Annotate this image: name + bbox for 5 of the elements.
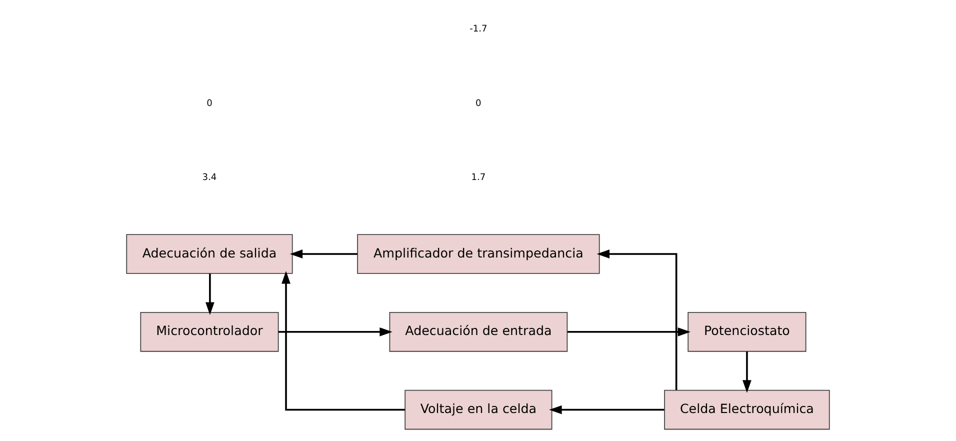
label: 3.4 — [202, 173, 217, 184]
label: 0 — [206, 98, 212, 109]
label: -1.7 — [470, 24, 488, 35]
label: 0 — [476, 98, 482, 109]
label: 1.7 — [471, 173, 486, 184]
